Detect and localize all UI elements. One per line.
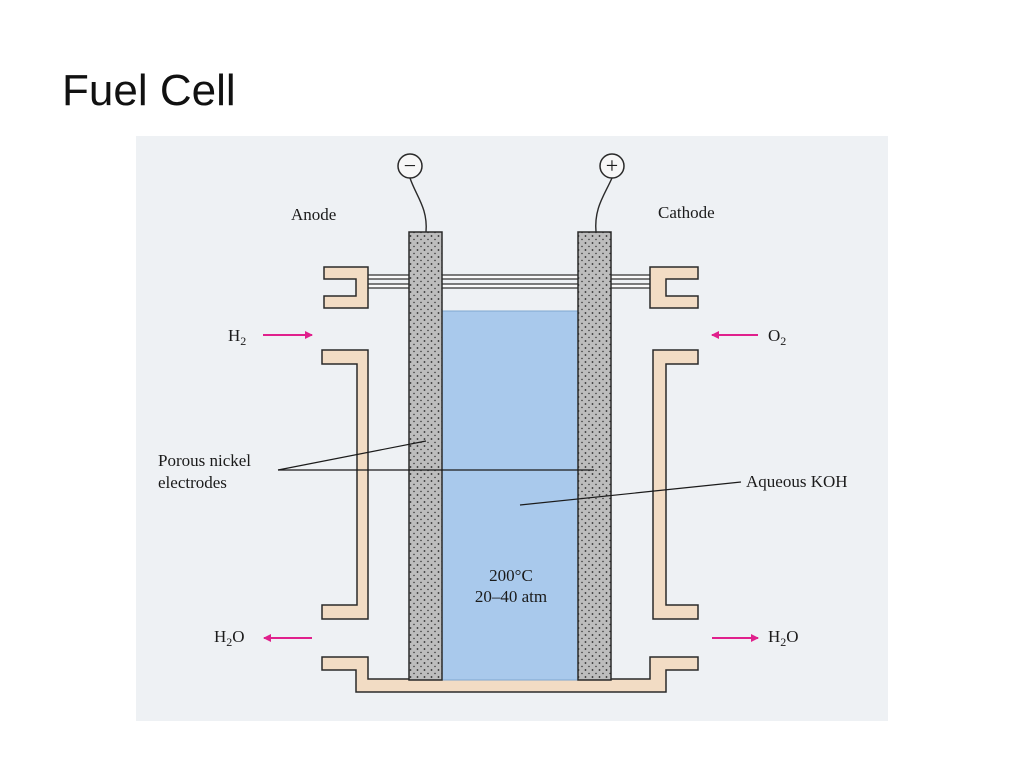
housing-right-wall [652, 349, 699, 620]
h2o-left-label: H2O [214, 627, 245, 649]
h2-inlet-label: H2 [228, 326, 246, 348]
anode-label: Anode [291, 205, 336, 224]
anode-terminal-symbol: − [404, 153, 416, 178]
housing-top-left [323, 266, 369, 309]
fuel-cell-diagram: − + Anode Cathode H2 O2 H2O H2O Porous n… [136, 136, 888, 721]
cathode-wire [595, 177, 613, 233]
electrodes-leader-anode [277, 440, 427, 471]
cathode-label: Cathode [658, 203, 715, 222]
electrodes-label-line2: electrodes [158, 473, 227, 492]
slide-title: Fuel Cell [62, 66, 236, 115]
o2-inlet-label: O2 [768, 326, 786, 348]
cathode-electrode [577, 231, 612, 681]
housing-top-right [649, 266, 699, 309]
electrodes-label-line1: Porous nickel [158, 451, 251, 470]
housing-bottom [321, 656, 699, 693]
h2o-right-label: H2O [768, 627, 799, 649]
electrolyte-leader [519, 481, 742, 506]
electrolyte-koh [441, 310, 581, 681]
minus-circle-icon [397, 153, 423, 179]
cathode-terminal-symbol: + [606, 153, 618, 178]
operating-pressure: 20–40 atm [475, 587, 547, 606]
electrolyte-label: Aqueous KOH [746, 472, 848, 491]
anode-electrode [408, 231, 443, 681]
housing-left-wall [321, 349, 369, 620]
operating-temperature: 200°C [489, 566, 533, 585]
plus-circle-icon [599, 153, 625, 179]
anode-wire [409, 177, 427, 233]
